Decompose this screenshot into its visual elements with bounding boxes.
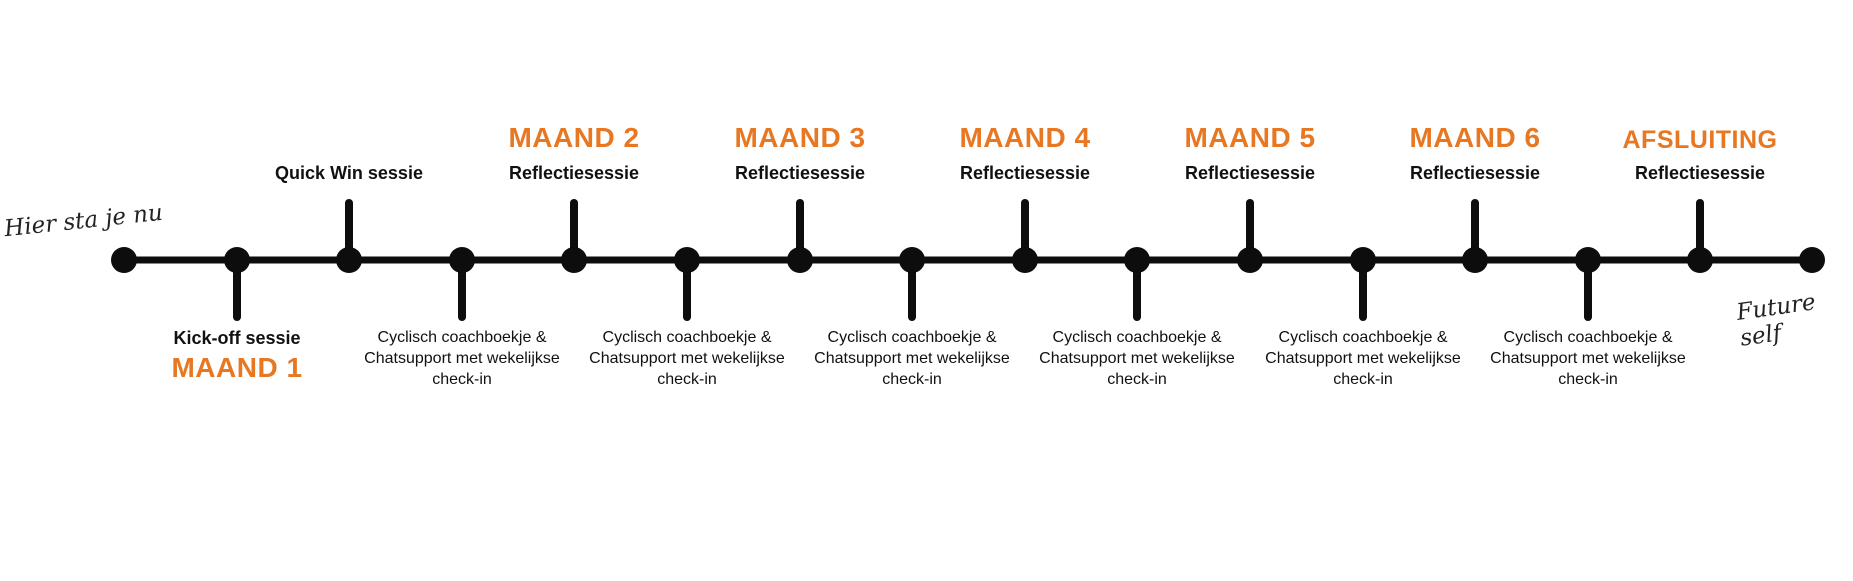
month-label: MAAND 4 — [959, 122, 1091, 153]
milestone-node — [787, 247, 813, 273]
timeline-start-node — [111, 247, 137, 273]
cycle-description: Cyclisch coachboekje & Chatsupport met w… — [1490, 329, 1686, 388]
milestone-node — [1237, 247, 1263, 273]
session-label: Reflectiesessie — [1184, 163, 1316, 183]
session-label: Quick Win sessie — [275, 163, 423, 183]
milestone-node — [1687, 247, 1713, 273]
session-label: Reflectiesessie — [734, 163, 866, 183]
session-label: Reflectiesessie — [1634, 163, 1766, 183]
cycle-description: Cyclisch coachboekje & Chatsupport met w… — [814, 329, 1010, 388]
milestone-node — [1350, 247, 1376, 273]
month-label: MAAND 1 — [171, 352, 303, 383]
milestone-node — [224, 247, 250, 273]
session-label: Kick-off sessie — [173, 328, 301, 348]
milestone-node — [449, 247, 475, 273]
cycle-description: Cyclisch coachboekje & Chatsupport met w… — [364, 329, 560, 388]
month-label: MAAND 3 — [734, 122, 866, 153]
session-label: Reflectiesessie — [959, 163, 1091, 183]
month-label: MAAND 6 — [1409, 122, 1541, 153]
milestone-node — [1462, 247, 1488, 273]
cycle-description: Cyclisch coachboekje & Chatsupport met w… — [1039, 329, 1235, 388]
month-label: AFSLUITING — [1622, 126, 1778, 154]
milestone-node — [899, 247, 925, 273]
milestone-node — [1012, 247, 1038, 273]
milestone-node — [1124, 247, 1150, 273]
session-label: Reflectiesessie — [1409, 163, 1541, 183]
milestone-node — [674, 247, 700, 273]
month-label: MAAND 2 — [508, 122, 640, 153]
session-label: Reflectiesessie — [508, 163, 640, 183]
milestone-node — [336, 247, 362, 273]
milestone-node — [1575, 247, 1601, 273]
milestone-node — [561, 247, 587, 273]
cycle-description: Cyclisch coachboekje & Chatsupport met w… — [1265, 329, 1461, 388]
month-label: MAAND 5 — [1184, 122, 1316, 153]
timeline-end-node — [1799, 247, 1825, 273]
cycle-description: Cyclisch coachboekje & Chatsupport met w… — [589, 329, 785, 388]
